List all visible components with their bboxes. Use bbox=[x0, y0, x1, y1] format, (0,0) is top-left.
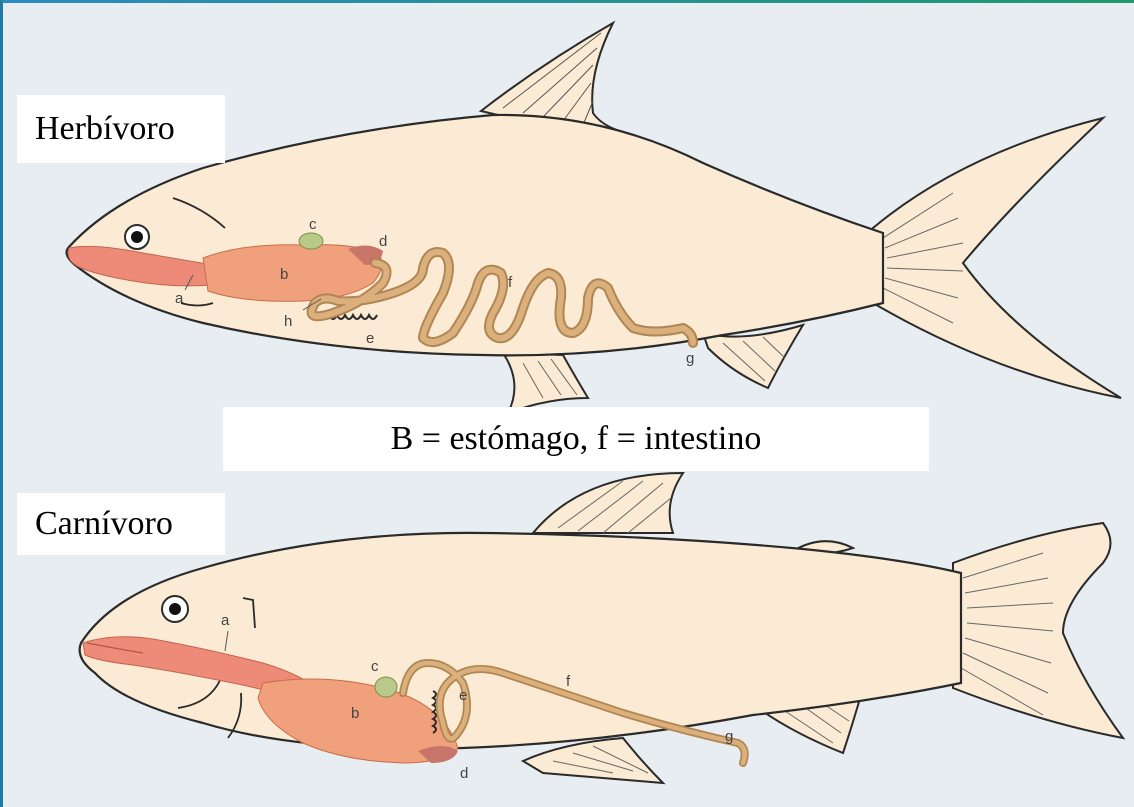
herbivore-letter-e: e bbox=[366, 330, 374, 347]
herbivore-letter-a: a bbox=[175, 290, 184, 307]
carnivore-letter-e: e bbox=[459, 687, 467, 704]
herbivore-letter-c: c bbox=[309, 216, 317, 233]
herbivore-pelvic-fin bbox=[503, 353, 588, 413]
carnivore-fish: a b c d e f g bbox=[80, 473, 1123, 783]
caption-label: B = estómago, f = intestino bbox=[223, 407, 929, 471]
herbivore-letter-b: b bbox=[280, 266, 288, 283]
herbivore-tail-fin bbox=[873, 118, 1121, 398]
herbivore-fish: a b c d e f g h bbox=[67, 23, 1121, 413]
herbivore-label: Herbívoro bbox=[17, 95, 225, 163]
carnivore-gallbladder bbox=[375, 677, 397, 697]
carnivore-tail-fin bbox=[953, 523, 1123, 738]
carnivore-letter-b: b bbox=[351, 705, 359, 722]
herbivore-letter-g: g bbox=[686, 350, 694, 367]
carnivore-letter-d: d bbox=[460, 765, 468, 782]
herbivore-letter-h: h bbox=[284, 313, 292, 330]
carnivore-label: Carnívoro bbox=[17, 493, 225, 555]
carnivore-letter-g: g bbox=[725, 728, 733, 745]
herbivore-letter-d: d bbox=[379, 233, 387, 250]
herbivore-gallbladder bbox=[299, 233, 323, 249]
carnivore-dorsal-fin bbox=[533, 473, 683, 533]
carnivore-letter-a: a bbox=[221, 612, 230, 629]
carnivore-letter-c: c bbox=[371, 658, 379, 675]
carnivore-pelvic-fin bbox=[523, 738, 663, 783]
